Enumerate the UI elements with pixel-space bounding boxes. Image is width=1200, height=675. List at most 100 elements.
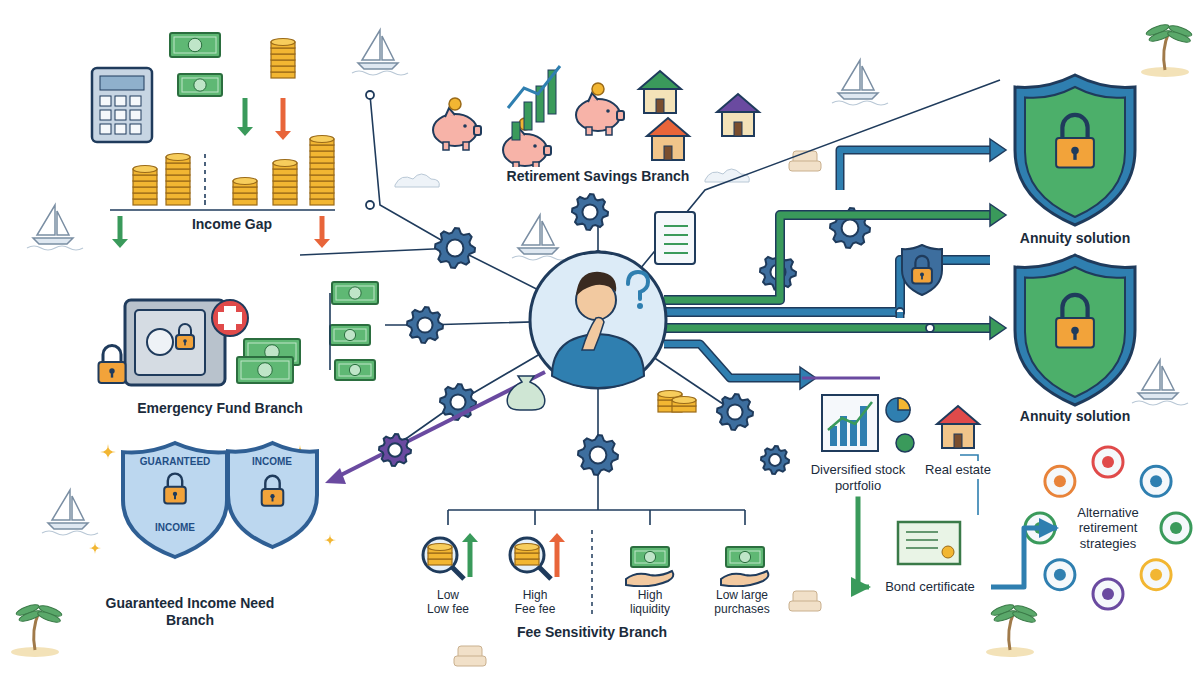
bill-icon [332, 282, 378, 304]
node-text: Diversified stock portfolio [806, 462, 910, 493]
illustration-part [99, 362, 126, 383]
illustration-part [100, 110, 111, 120]
illustration-part [329, 293, 331, 370]
text-box: High Fee fee [509, 587, 561, 618]
sailboat-icon [42, 490, 98, 535]
pipe-connector [900, 312, 901, 318]
illustration-part [990, 139, 1006, 161]
illustration-part [649, 510, 651, 525]
node-text: Income Gap [177, 216, 287, 233]
illustration-part [664, 146, 672, 160]
text-box: Income Gap [174, 215, 290, 234]
illustration-part [631, 547, 669, 567]
illustration-part [628, 272, 648, 299]
illustration-part [463, 124, 467, 128]
illustration-part [204, 150, 206, 205]
illustration-part [273, 169, 297, 175]
illustration-part [898, 522, 960, 564]
illustration-part [739, 551, 750, 562]
illustration-part [168, 474, 182, 487]
text-box: Annuity solution [1002, 229, 1148, 248]
illustration-part [534, 510, 536, 525]
illustration-part [273, 175, 297, 181]
illustration-part [330, 325, 370, 345]
illustration-part [1162, 366, 1174, 390]
illustration-part [271, 60, 295, 66]
illustration-part [664, 243, 688, 245]
illustration-part [921, 275, 923, 279]
illustration-part [530, 252, 666, 388]
sailboat-icon [832, 60, 888, 105]
node-text: Annuity solution [1005, 230, 1145, 247]
illustration-part [166, 163, 190, 169]
illustration-part [606, 109, 610, 113]
illustration-part [271, 66, 295, 72]
coin-stack [271, 39, 295, 79]
flow-arrow [237, 98, 253, 136]
link-line [300, 248, 455, 255]
illustration-part [626, 571, 673, 586]
illustration-part [204, 150, 206, 200]
link-line [448, 510, 745, 511]
illustration-part [730, 551, 760, 563]
illustration-part [450, 394, 465, 409]
illustration-part [100, 96, 111, 106]
illustration-part [886, 398, 910, 422]
illustration-part [503, 134, 547, 166]
gear-icon [761, 446, 789, 474]
illustration-part [358, 63, 398, 69]
illustration-part [310, 193, 334, 199]
illustration-part [734, 122, 742, 136]
armchair-icon [789, 591, 821, 611]
flow-arrow [275, 98, 291, 140]
illustration-part [1138, 393, 1178, 399]
node-text: Bond certificate [875, 579, 985, 595]
illustration-part [515, 559, 539, 565]
illustration-part [379, 434, 411, 466]
node-text: Alternative retirement strategies [1063, 505, 1153, 552]
illustration-part [166, 187, 190, 193]
dashed-line [592, 530, 593, 614]
illustration-part [57, 211, 69, 235]
illustration-part [310, 175, 334, 181]
coin-stack [672, 397, 696, 413]
illustration-part [332, 282, 378, 304]
house-icon [647, 118, 689, 160]
illustration-part [125, 300, 225, 385]
illustration-part [435, 228, 475, 268]
illustration-part [549, 533, 565, 542]
illustration-part [166, 175, 190, 181]
illustration-part [33, 238, 73, 244]
sailboat-icon [512, 215, 568, 260]
illustration-part [1102, 588, 1114, 600]
coin-stack [515, 544, 539, 566]
illustration-part [727, 404, 742, 419]
illustration-part [273, 160, 297, 167]
padlock-icon [1056, 115, 1094, 167]
illustration-part [1015, 75, 1135, 225]
illustration-part [664, 252, 688, 254]
sparkle-icon [324, 534, 336, 546]
illustration-part [212, 300, 248, 336]
illustration-part [166, 193, 190, 199]
illustration-part [258, 363, 273, 378]
illustration-part [310, 136, 334, 143]
illustration-part [597, 475, 599, 510]
illustration-part [926, 324, 934, 332]
flow-arrow [549, 533, 565, 577]
illustration-part [544, 146, 551, 155]
illustration-part [52, 490, 70, 520]
illustration-part [320, 216, 325, 240]
illustration-part [1141, 560, 1171, 590]
illustration-part [176, 335, 194, 349]
illustration-part [447, 240, 464, 257]
sailboat-icon [27, 205, 83, 250]
illustration-part [1142, 360, 1160, 390]
illustration-part [524, 102, 532, 130]
illustration-part [1025, 267, 1125, 397]
thinking-person-icon [530, 252, 666, 388]
shield-badge: GUARANTEEDINCOME [120, 440, 230, 560]
illustration-part [310, 181, 334, 187]
first-aid-icon [212, 300, 248, 336]
illustration-part [335, 360, 375, 380]
